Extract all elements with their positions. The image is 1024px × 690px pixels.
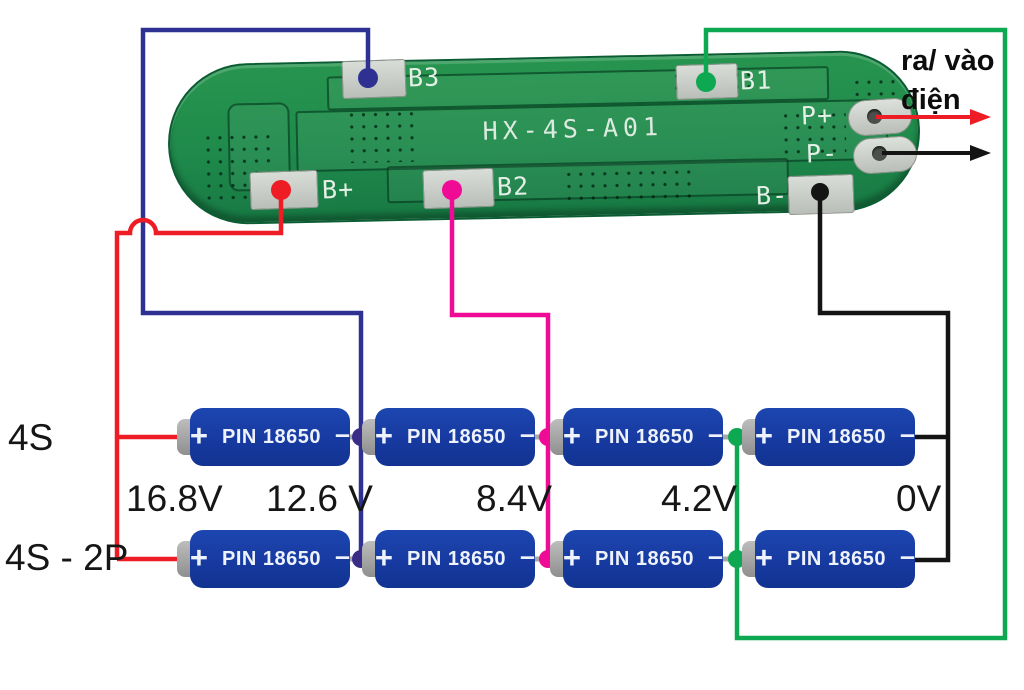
battery-body: + PIN 18650 – <box>563 530 723 588</box>
battery-label: PIN 18650 <box>407 425 507 448</box>
battery-cell: + PIN 18650 – <box>742 408 915 466</box>
plus-sign: + <box>754 540 774 575</box>
wire-b3-navy <box>140 27 371 559</box>
minus-sign: – <box>708 541 724 571</box>
power-io-line2: điện <box>901 83 961 116</box>
plus-sign: + <box>754 418 774 453</box>
plus-sign: + <box>562 418 582 453</box>
battery-cell: + PIN 18650 – <box>550 530 723 588</box>
minus-sign: – <box>520 419 536 449</box>
battery-cell: + PIN 18650 – <box>550 408 723 466</box>
minus-sign: – <box>900 541 916 571</box>
junction-green-bottom <box>728 550 746 568</box>
voltage-8-4: 8.4V <box>476 478 553 519</box>
battery-cell: + PIN 18650 – <box>362 530 535 588</box>
battery-label: PIN 18650 <box>407 547 507 570</box>
plus-sign: + <box>189 540 209 575</box>
dot-b2 <box>442 180 462 200</box>
pplus-hole <box>867 109 882 124</box>
battery-body: + PIN 18650 – <box>755 530 915 588</box>
row-label-4s: 4S <box>8 417 54 458</box>
dot-bplus <box>271 180 291 200</box>
wire-b1-green <box>703 27 1008 641</box>
junction-green-top <box>728 428 746 446</box>
minus-sign: – <box>335 541 351 571</box>
voltage-12-6: 12.6 V <box>266 478 373 519</box>
battery-label: PIN 18650 <box>595 425 695 448</box>
battery-body: + PIN 18650 – <box>190 408 350 466</box>
battery-label: PIN 18650 <box>222 425 322 448</box>
power-io-line1: ra/ vào <box>901 45 995 77</box>
battery-label: PIN 18650 <box>222 547 322 570</box>
arrow-pminus-head <box>970 145 991 161</box>
minus-sign: – <box>335 419 351 449</box>
plus-sign: + <box>189 418 209 453</box>
battery-cell: + PIN 18650 – <box>362 408 535 466</box>
battery-body: + PIN 18650 – <box>563 408 723 466</box>
minus-sign: – <box>900 419 916 449</box>
battery-cell: + PIN 18650 – <box>742 530 915 588</box>
plus-sign: + <box>374 540 394 575</box>
battery-label: PIN 18650 <box>787 425 887 448</box>
pminus-hole <box>872 146 887 161</box>
battery-body: + PIN 18650 – <box>755 408 915 466</box>
plus-sign: + <box>374 418 394 453</box>
plus-sign: + <box>562 540 582 575</box>
dot-b3 <box>358 68 378 88</box>
voltage-4-2: 4.2V <box>661 478 738 519</box>
power-io-label: ra/ vào điện <box>901 42 995 119</box>
battery-label: PIN 18650 <box>787 547 887 570</box>
battery-label: PIN 18650 <box>595 547 695 570</box>
minus-sign: – <box>520 541 536 571</box>
dot-bminus <box>811 183 829 201</box>
arrow-pplus-head <box>970 109 991 125</box>
battery-body: + PIN 18650 – <box>375 408 535 466</box>
voltage-16-8: 16.8V <box>126 478 223 519</box>
battery-body: + PIN 18650 – <box>190 530 350 588</box>
row-label-4s2p: 4S - 2P <box>5 537 129 578</box>
battery-body: + PIN 18650 – <box>375 530 535 588</box>
battery-cell: + PIN 18650 – <box>177 408 350 466</box>
dot-b1 <box>696 72 716 92</box>
minus-sign: – <box>708 419 724 449</box>
voltage-0: 0V <box>896 478 942 519</box>
battery-cell: + PIN 18650 – <box>177 530 350 588</box>
wire-bplus-red <box>114 190 284 562</box>
